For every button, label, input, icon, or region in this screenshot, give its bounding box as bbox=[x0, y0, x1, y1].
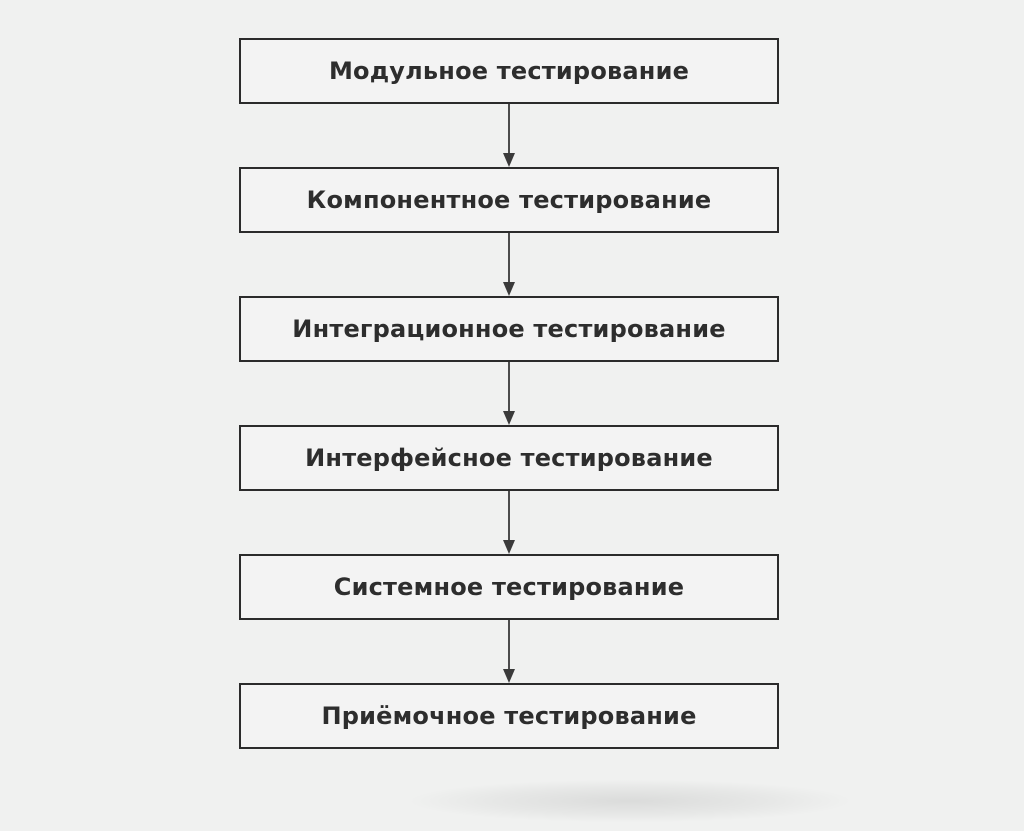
arrow-down-icon bbox=[501, 620, 517, 683]
stage-label: Системное тестирование bbox=[333, 573, 685, 601]
stage-label: Компонентное тестирование bbox=[306, 186, 712, 214]
arrow-down-icon bbox=[501, 362, 517, 425]
arrow-down-icon bbox=[501, 104, 517, 167]
stage-box-component-testing: Компонентное тестирование bbox=[239, 167, 779, 233]
stage-box-module-testing: Модульное тестирование bbox=[239, 38, 779, 104]
stage-label: Модульное тестирование bbox=[328, 57, 690, 85]
stage-label: Интерфейсное тестирование bbox=[305, 444, 713, 472]
stage-label: Интеграционное тестирование bbox=[292, 315, 726, 343]
stage-box-interface-testing: Интерфейсное тестирование bbox=[239, 425, 779, 491]
testing-levels-flowchart: Модульное тестирование Компонентное тест… bbox=[239, 38, 779, 749]
bottom-edge-shadow bbox=[320, 771, 940, 831]
arrow-down-icon bbox=[501, 491, 517, 554]
stage-box-acceptance-testing: Приёмочное тестирование bbox=[239, 683, 779, 749]
stage-label: Приёмочное тестирование bbox=[321, 702, 697, 730]
arrow-down-icon bbox=[501, 233, 517, 296]
stage-box-integration-testing: Интеграционное тестирование bbox=[239, 296, 779, 362]
stage-box-system-testing: Системное тестирование bbox=[239, 554, 779, 620]
